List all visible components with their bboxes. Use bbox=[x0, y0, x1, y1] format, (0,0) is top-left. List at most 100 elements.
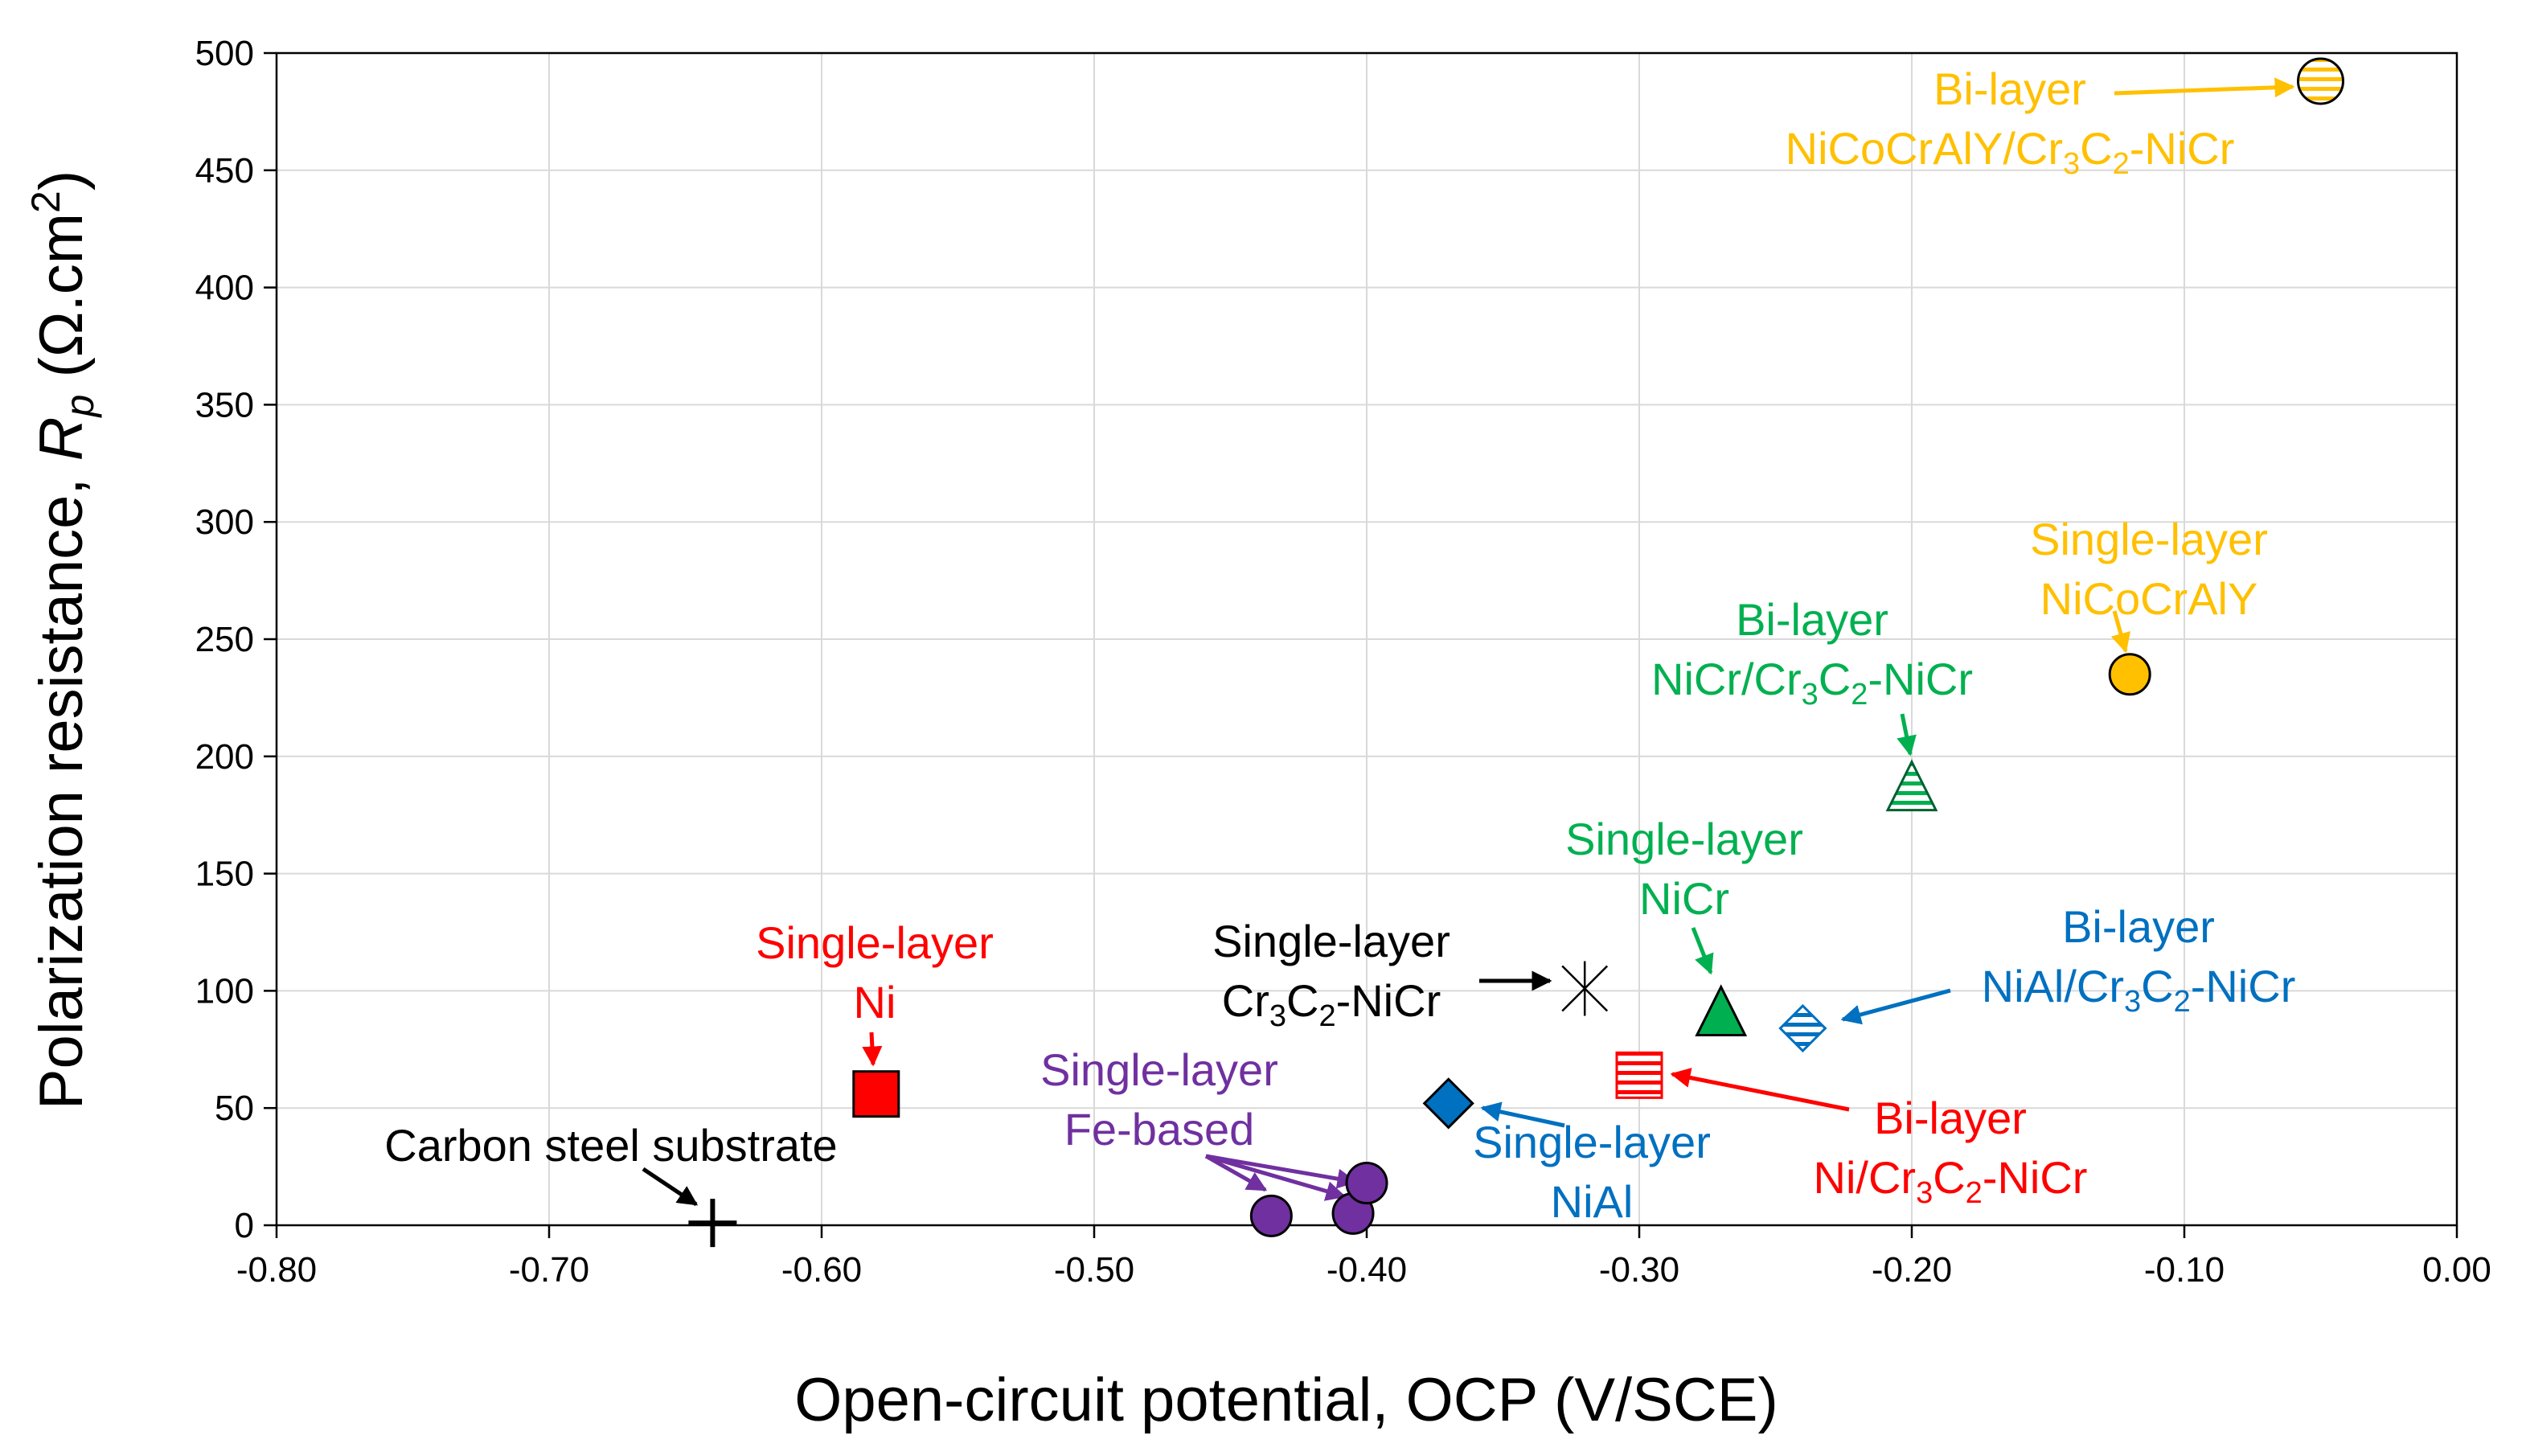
y-tick-label: 400 bbox=[195, 269, 254, 308]
annotation-text: NiCoCrAlY/Cr bbox=[1786, 123, 2063, 174]
y-tick-label: 100 bbox=[195, 971, 254, 1011]
annotation-text: Single-layer bbox=[1040, 1044, 1278, 1095]
annotation-text: -NiCr bbox=[1983, 1152, 2088, 1203]
data-point bbox=[1615, 1051, 1663, 1099]
annotation-arrow bbox=[1480, 1101, 1565, 1128]
y-tick-label: 150 bbox=[195, 855, 254, 894]
annotation-text: NiCr bbox=[1639, 873, 1729, 924]
y-tick-label: 0 bbox=[235, 1206, 254, 1245]
annotation-text: Ni/Cr bbox=[1814, 1152, 1917, 1203]
annotation-text: Bi-layer bbox=[1874, 1093, 2027, 1143]
data-points bbox=[688, 57, 2344, 1248]
annotation-arrow bbox=[2110, 610, 2130, 654]
annotation-text: C bbox=[1933, 1152, 1965, 1203]
y-tick-label: 450 bbox=[195, 151, 254, 191]
annotation-arrow bbox=[642, 1167, 699, 1207]
data-point bbox=[1422, 1077, 1474, 1130]
y-tick-label: 300 bbox=[195, 502, 254, 542]
annotation-text: Carbon steel substrate bbox=[384, 1120, 837, 1171]
annotation-subscript: 2 bbox=[2174, 985, 2191, 1019]
annotation-arrow bbox=[1670, 1068, 1850, 1112]
annotation-text: C bbox=[1819, 654, 1851, 704]
annotation-subscript: 3 bbox=[1269, 999, 1286, 1033]
annotation-text: Bi-layer bbox=[1933, 64, 2086, 114]
annotation-arrow bbox=[2114, 77, 2295, 98]
data-point bbox=[1249, 1194, 1293, 1237]
annotation-text: Single-layer bbox=[1212, 916, 1450, 966]
annotation-text: Bi-layer bbox=[2062, 901, 2215, 952]
y-axis-title: Polarization resistance, Rp (Ω.cm2) bbox=[23, 170, 102, 1109]
y-axis-title-unit: (Ω.cm bbox=[27, 213, 96, 395]
data-point bbox=[1778, 1003, 1827, 1053]
annotation-subscript: 2 bbox=[1966, 1176, 1983, 1210]
y-axis-title-text: Polarization resistance, bbox=[27, 461, 96, 1109]
y-tick-label: 350 bbox=[195, 385, 254, 424]
y-axis-title-subscript: p bbox=[57, 395, 102, 419]
x-tick-label: -0.60 bbox=[781, 1250, 862, 1290]
y-axis-title-superscript: 2 bbox=[23, 191, 68, 213]
data-point bbox=[1695, 984, 1748, 1037]
annotation-arrow bbox=[1204, 1154, 1268, 1192]
annotation-subscript: 3 bbox=[2063, 147, 2080, 181]
y-tick-label: 50 bbox=[215, 1089, 254, 1128]
annotation-subscript: 3 bbox=[1802, 678, 1819, 712]
x-axis-ticks: -0.80-0.70-0.60-0.50-0.40-0.30-0.20-0.10… bbox=[236, 1225, 2491, 1290]
annotation-subscript: 2 bbox=[1851, 678, 1868, 712]
annotation-subscript: 3 bbox=[1916, 1176, 1933, 1210]
annotation-text: Fe-based bbox=[1064, 1104, 1255, 1155]
annotation-text: NiAl bbox=[1551, 1176, 1634, 1227]
annotation-text: Cr bbox=[1222, 975, 1269, 1026]
x-tick-label: -0.20 bbox=[1872, 1250, 1952, 1290]
y-tick-label: 200 bbox=[195, 737, 254, 777]
annotation-arrow bbox=[1897, 713, 1917, 757]
data-point bbox=[688, 1199, 737, 1248]
annotation-subscript: 2 bbox=[1318, 999, 1335, 1033]
annotation-text: -NiCr bbox=[2191, 961, 2296, 1011]
x-tick-label: 0.00 bbox=[2422, 1250, 2491, 1290]
annotation-arrow bbox=[862, 1032, 883, 1067]
annotation-text: Single-layer bbox=[1473, 1117, 1711, 1167]
annotation-text: Single-layer bbox=[1565, 814, 1803, 864]
annotation-text: Single-layer bbox=[756, 917, 994, 968]
y-axis-title-symbol: R bbox=[27, 416, 96, 461]
gridlines bbox=[277, 53, 2457, 1225]
annotation-text: -NiCr bbox=[1336, 975, 1441, 1026]
x-tick-label: -0.30 bbox=[1599, 1250, 1679, 1290]
x-tick-label: -0.40 bbox=[1327, 1250, 1407, 1290]
annotation-text: C bbox=[2141, 961, 2173, 1011]
data-point bbox=[1885, 759, 1938, 812]
data-point bbox=[1345, 1162, 1388, 1205]
annotation-text: Bi-layer bbox=[1736, 594, 1888, 645]
annotation-text: NiCr/Cr bbox=[1651, 654, 1802, 704]
x-axis-title: Open-circuit potential, OCP (V/SCE) bbox=[794, 1366, 1778, 1434]
x-tick-label: -0.80 bbox=[236, 1250, 317, 1290]
annotation-text: Single-layer bbox=[2030, 514, 2268, 564]
annotation-arrow bbox=[1205, 1154, 1347, 1201]
y-tick-label: 500 bbox=[195, 34, 254, 73]
annotation-text: NiCoCrAlY bbox=[2040, 573, 2258, 624]
annotation-subscript: 3 bbox=[2124, 985, 2141, 1019]
annotation-arrow bbox=[1691, 927, 1714, 975]
annotation-text: -NiCr bbox=[1868, 654, 1973, 704]
annotation-subscript: 2 bbox=[2113, 147, 2130, 181]
data-point bbox=[2297, 57, 2344, 105]
data-point bbox=[852, 1070, 900, 1118]
x-tick-label: -0.10 bbox=[2144, 1250, 2225, 1290]
annotation-text: NiAl/Cr bbox=[1982, 961, 2124, 1011]
annotation-arrow bbox=[1205, 1154, 1358, 1189]
data-point bbox=[1561, 961, 1609, 1016]
annotation-label: Carbon steel substrate bbox=[384, 1120, 837, 1171]
annotation-text: -NiCr bbox=[2130, 123, 2235, 174]
